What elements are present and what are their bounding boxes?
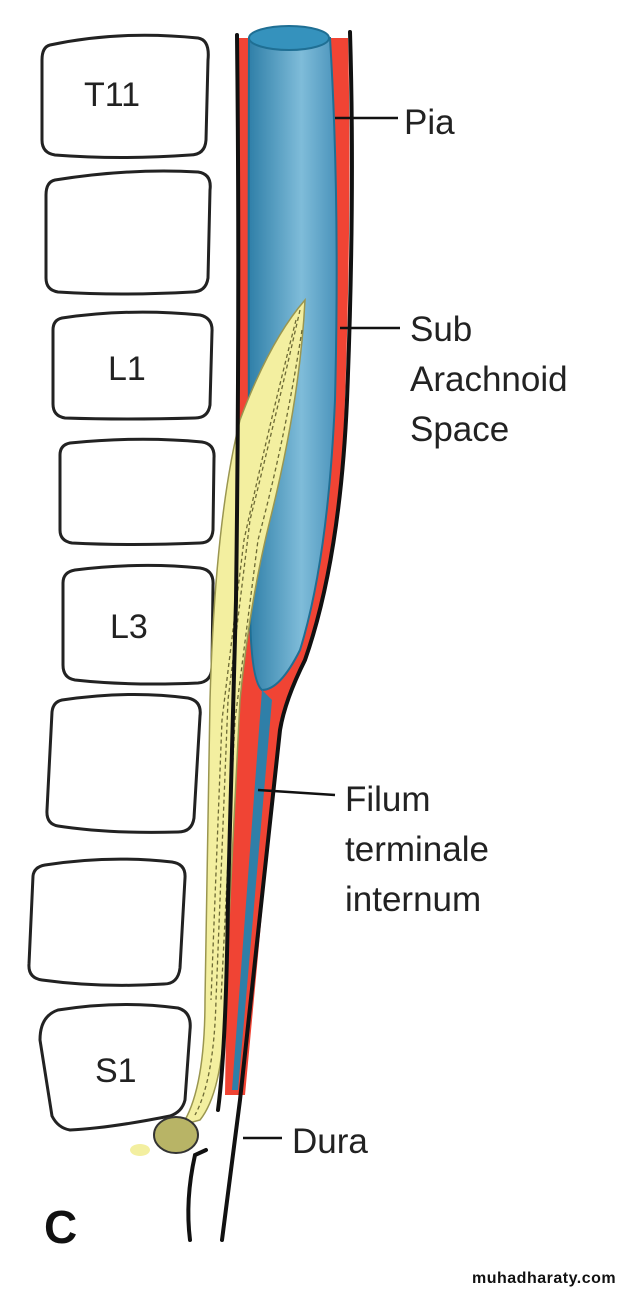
ganglion bbox=[153, 1116, 199, 1154]
vertebra-label-t11: T11 bbox=[84, 76, 141, 114]
label-line: Sub bbox=[410, 310, 473, 349]
vertebra-l2 bbox=[58, 437, 216, 546]
vertebra-l1 bbox=[51, 310, 214, 421]
label-filum-terminale-internum: Filum terminale internum bbox=[345, 775, 489, 925]
vertebra-label-s1: S1 bbox=[95, 1052, 137, 1090]
dura-left bbox=[216, 33, 241, 1112]
label-line: internum bbox=[345, 880, 482, 919]
vertebra-t12 bbox=[44, 169, 212, 296]
vertebra-t11 bbox=[40, 33, 210, 159]
label-pia: Pia bbox=[404, 103, 455, 142]
vertebrae bbox=[27, 33, 216, 1132]
cord-top bbox=[248, 25, 330, 51]
label-dura: Dura bbox=[292, 1122, 368, 1161]
vertebra-l5 bbox=[27, 857, 187, 987]
nerve-root bbox=[130, 1144, 150, 1156]
vertebra-l3 bbox=[61, 563, 215, 686]
figure-letter: C bbox=[44, 1201, 78, 1253]
label-line: terminale bbox=[345, 830, 489, 869]
vertebra-label-l1: L1 bbox=[108, 350, 146, 388]
vertebra-s1 bbox=[38, 1002, 192, 1132]
label-line: Filum bbox=[345, 780, 431, 819]
label-line: Arachnoid bbox=[410, 360, 568, 399]
vertebra-label-l3: L3 bbox=[110, 608, 148, 646]
vertebra-l4 bbox=[45, 692, 202, 834]
dura-right bbox=[220, 30, 354, 1242]
label-line: Space bbox=[410, 410, 510, 449]
watermark: muhadharaty.com bbox=[472, 1270, 617, 1287]
label-sub-arachnoid-space: Sub Arachnoid Space bbox=[410, 305, 568, 455]
dura-sac-left bbox=[186, 1148, 208, 1242]
